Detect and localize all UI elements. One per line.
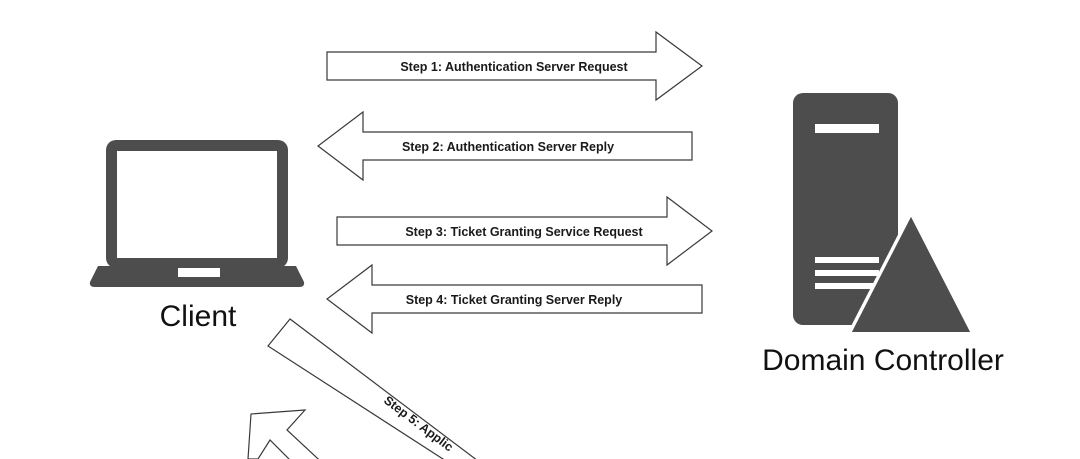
step-3-arrow: Step 3: Ticket Granting Service Request xyxy=(336,195,713,267)
server-warning-icon xyxy=(793,93,974,336)
step-4-label: Step 4: Ticket Granting Server Reply xyxy=(406,293,623,307)
step-3-label: Step 3: Ticket Granting Service Request xyxy=(405,225,643,239)
step-1-arrow: Step 1: Authentication Server Request xyxy=(326,30,704,102)
step-2-label: Step 2: Authentication Server Reply xyxy=(402,140,614,154)
domain-controller-label: Domain Controller xyxy=(762,344,1004,377)
step-2-arrow: Step 2: Authentication Server Reply xyxy=(317,110,693,182)
laptop-icon xyxy=(89,140,305,287)
client-label: Client xyxy=(160,300,237,333)
step-4-arrow: Step 4: Ticket Granting Server Reply xyxy=(326,263,703,335)
step-5-arrow: Step 5: Applic xyxy=(267,318,477,459)
return-arrow-head xyxy=(247,409,320,459)
step-1-label: Step 1: Authentication Server Request xyxy=(400,60,628,74)
